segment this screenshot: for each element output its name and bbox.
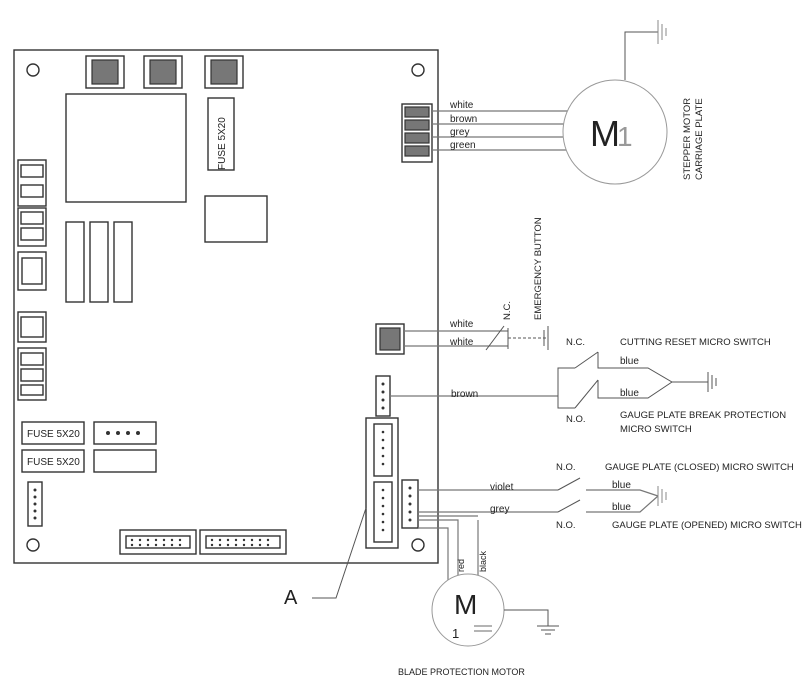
gauge-opened-no: N.O. [556, 520, 576, 531]
stepper-wire-label: grey [450, 127, 469, 138]
component-block [204, 195, 268, 243]
gauge-closed-no: N.O. [556, 462, 576, 473]
switch-contact [574, 379, 599, 409]
callout-a-label: A [284, 587, 298, 609]
stepper-motor-circle [562, 79, 668, 185]
fuse-left-2 [21, 449, 85, 473]
ground-icon [707, 372, 717, 392]
fuse-left-1 [21, 421, 85, 445]
emergency-wire-label: white [449, 319, 474, 330]
ground-icon [657, 20, 667, 44]
violet-wire-label: violet [490, 482, 514, 493]
mounting-hole [26, 63, 40, 77]
blade-motor-label: BLADE PROTECTION MOTOR [398, 667, 525, 677]
mounting-hole [411, 538, 425, 552]
cutting-reset-nc: N.C. [566, 337, 585, 348]
stepper-wire-label: green [450, 140, 476, 151]
blade-wire-label: black [478, 550, 488, 572]
ground-icon [657, 486, 667, 506]
gauge-break-label: MICRO SWITCH [620, 424, 692, 435]
switch-contact [557, 477, 581, 491]
gauge-opened-wire: blue [612, 502, 631, 513]
control-board: FUSE 5X20 FUSE 5X20 FUSE 5X20 [13, 49, 439, 564]
left-connectors [17, 159, 47, 401]
emergency-button-circuit: white white N.C. EMERGENCY BUTTON [404, 217, 549, 351]
gauge-break-label: GAUGE PLATE BREAK PROTECTION [620, 410, 786, 421]
ground-icon [537, 625, 559, 635]
gauge-plate-circuit: violet grey N.O. GAUGE PLATE (CLOSED) MI… [418, 462, 802, 531]
blade-motor-symbol: M [454, 589, 477, 620]
cutting-reset-and-break-circuit: brown N.C. CUTTING RESET MICRO SWITCH bl… [390, 337, 786, 435]
fuse-top-label: FUSE 5X20 [217, 117, 228, 170]
callout-a: A [284, 507, 367, 609]
fuse-top [207, 97, 235, 171]
gauge-opened-label: GAUGE PLATE (OPENED) MICRO SWITCH [612, 520, 802, 531]
header-4pin [93, 421, 157, 445]
brown-wire-label: brown [451, 389, 478, 400]
gauge-closed-wire: blue [612, 480, 631, 491]
vertical-relays [65, 221, 133, 303]
emergency-wire-label: white [449, 337, 474, 348]
emergency-button-label: EMERGENCY BUTTON [533, 217, 544, 320]
cutting-reset-label: CUTTING RESET MICRO SWITCH [620, 337, 771, 348]
stepper-motor-label: CARRIAGE PLATE [694, 98, 705, 180]
component-small [93, 449, 157, 473]
stepper-motor: white brown grey green M 1 STEPPER MOTOR… [432, 20, 705, 185]
blade-motor-phase: 1 [452, 626, 459, 641]
mounting-hole [411, 63, 425, 77]
switch-contact [557, 499, 581, 513]
emergency-nc-label: N.C. [502, 301, 513, 320]
gauge-break-wire: blue [620, 388, 639, 399]
grey-wire-label: grey [490, 504, 509, 515]
mounting-hole [26, 538, 40, 552]
top-relays [85, 55, 244, 89]
stepper-motor-label: STEPPER MOTOR [682, 98, 693, 180]
switch-contact [574, 351, 599, 369]
gauge-break-no: N.O. [566, 414, 586, 425]
fuse-left-2-label: FUSE 5X20 [27, 457, 80, 468]
fuse-left-1-label: FUSE 5X20 [27, 429, 80, 440]
blade-wire-label: red [456, 559, 466, 572]
stepper-wire-label: white [449, 100, 474, 111]
stepper-motor-phase: 1 [617, 121, 633, 152]
cutting-reset-wire: blue [620, 356, 639, 367]
switch-contact [485, 325, 505, 351]
transformer-block [65, 93, 187, 203]
brown-connector [375, 375, 391, 417]
gauge-closed-label: GAUGE PLATE (CLOSED) MICRO SWITCH [605, 462, 794, 473]
blade-protection-motor: red black M 1 BLADE PROTECTION MOTOR [398, 515, 559, 677]
stepper-wire-label: brown [450, 114, 477, 125]
stepper-motor-symbol: M [590, 113, 620, 154]
